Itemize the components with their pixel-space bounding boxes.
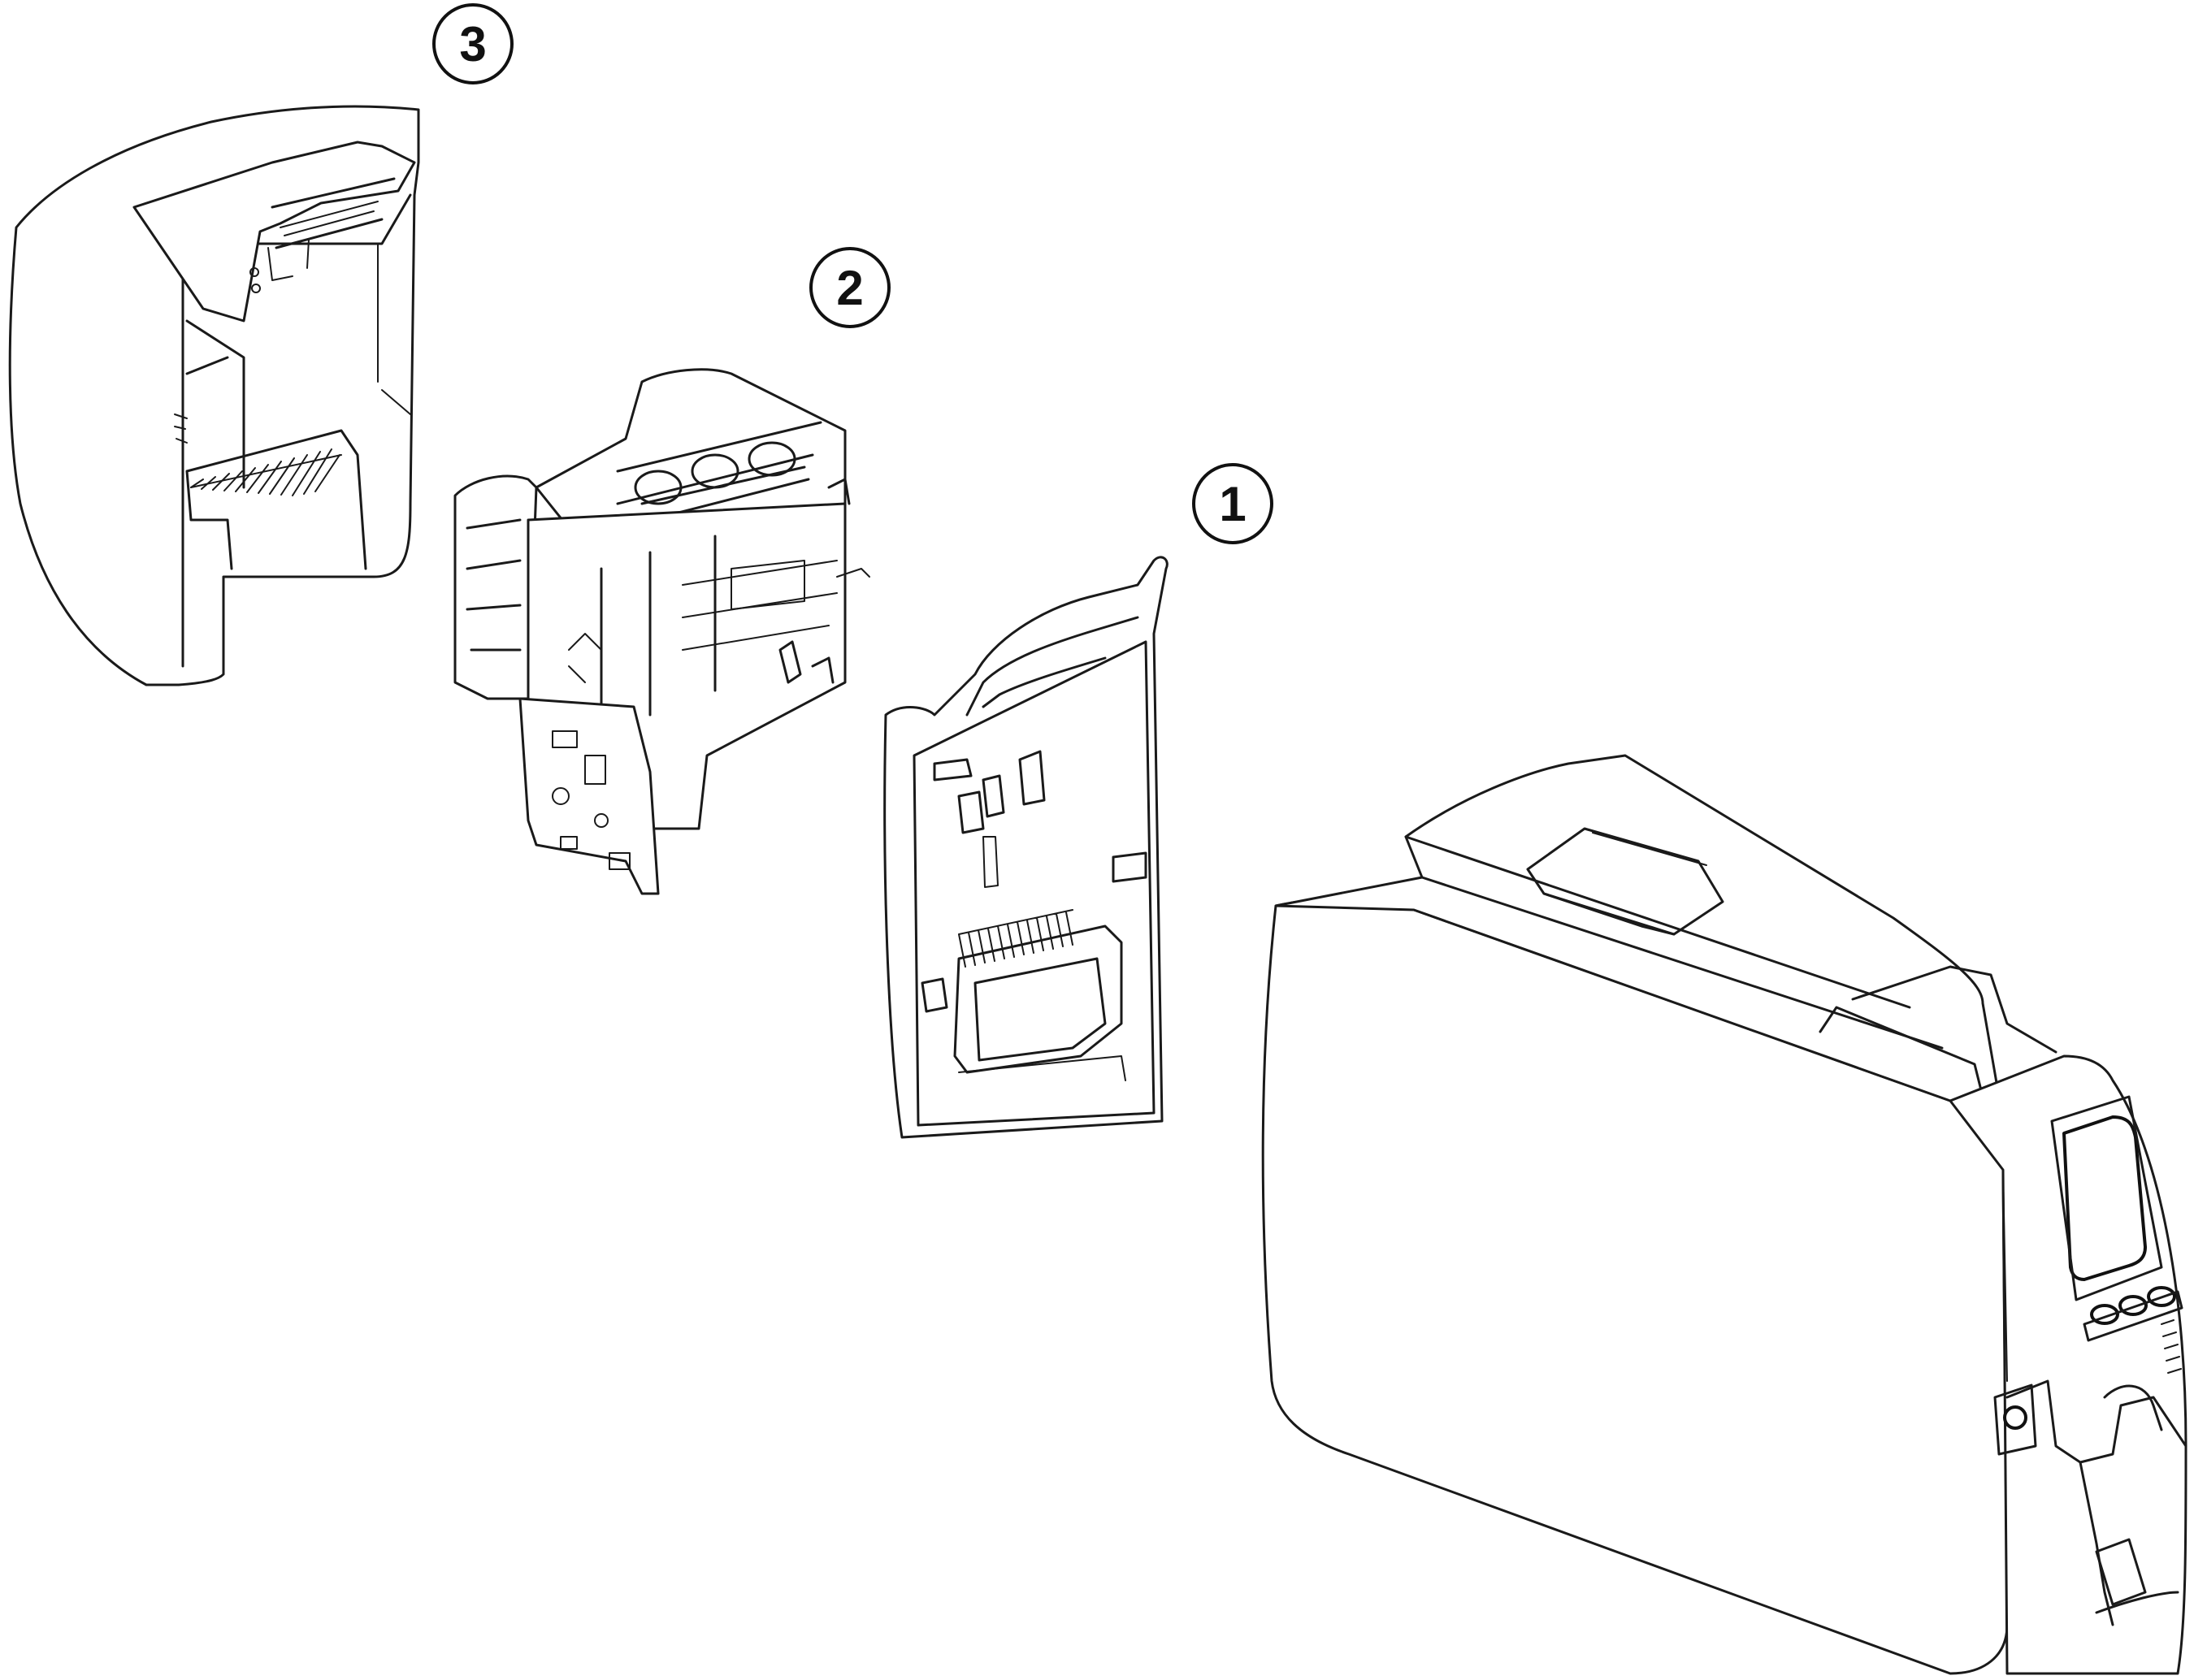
part-2-mechanism <box>453 368 870 895</box>
callout-1-label: 1 <box>1219 477 1246 531</box>
callout-2-label: 2 <box>836 261 863 315</box>
callout-3-label: 3 <box>459 17 486 71</box>
vent-hatch <box>958 909 1073 968</box>
assembled-printer <box>1261 754 2187 1675</box>
callout-3: 3 <box>432 3 514 84</box>
panel-tabs <box>921 750 1147 1013</box>
callout-2: 2 <box>809 247 891 328</box>
callout-1: 1 <box>1192 463 1273 544</box>
grille-hatch <box>190 448 340 496</box>
part-3-rear-cover <box>8 105 420 686</box>
display-screen <box>2050 1095 2163 1301</box>
control-buttons <box>2083 1286 2183 1342</box>
part-1-front-cover <box>883 556 1169 1139</box>
circuit-board <box>518 633 660 895</box>
